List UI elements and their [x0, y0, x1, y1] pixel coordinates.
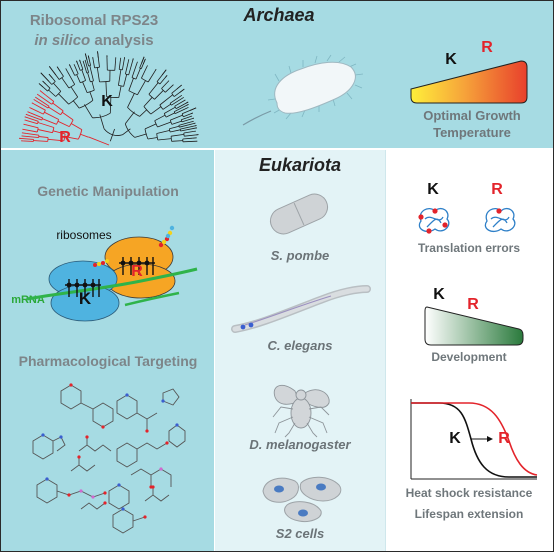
phylogenetic-tree: [19, 51, 199, 146]
temp-label-line1: Optimal Growth: [423, 108, 521, 123]
curve-k-label: K: [449, 430, 461, 447]
analysis-text: analysis: [90, 32, 154, 49]
yeast-icon: [269, 193, 329, 235]
archaea-cell-icon: [242, 54, 364, 126]
molecule-structures: [32, 383, 186, 534]
survival-curve-plot: [410, 399, 538, 480]
errors-k-label: K: [427, 181, 439, 198]
fly-icon: [272, 384, 330, 438]
temp-r-label: R: [481, 39, 493, 56]
pharmacological-targeting-title: Pharmacological Targeting: [18, 353, 198, 369]
ribosomes-label: ribosomes: [56, 228, 112, 242]
genetic-panel: [1, 150, 215, 551]
s2-cells-icon: [262, 476, 342, 522]
divider-left: [214, 150, 215, 551]
temperature-gradient-wedge: [410, 60, 528, 104]
errors-r-label: R: [491, 181, 503, 198]
organism-s-pombe: S. pombe: [270, 248, 330, 263]
divider-top: [1, 148, 553, 150]
curve-r-label: R: [498, 430, 510, 447]
analysis-title-line2: in silico analysis: [9, 32, 179, 49]
genetic-manipulation-title: Genetic Manipulation: [37, 183, 179, 199]
dev-k-label: K: [433, 286, 445, 303]
misfolded-protein-k-icon: [418, 207, 450, 234]
misfolded-protein-r-icon: [484, 207, 516, 233]
tree-k-label: K: [101, 93, 113, 110]
lifespan-label: Lifespan extension: [414, 507, 524, 521]
archaea-title: Archaea: [243, 5, 315, 25]
ribosome-k-label: K: [78, 289, 92, 308]
in-silico-text: in silico: [34, 32, 91, 49]
development-label: Development: [431, 350, 507, 364]
ribosome-r-label: R: [131, 263, 143, 280]
ribosome-illustration: [26, 225, 198, 322]
eukariota-title: Eukariota: [258, 155, 342, 175]
heat-shock-label: Heat shock resistance: [405, 486, 533, 500]
temp-label-line2: Temperature: [433, 125, 511, 140]
organism-c-elegans: C. elegans: [267, 338, 333, 353]
divider-right: [385, 150, 386, 551]
phenotype-panel: [385, 150, 553, 551]
tree-r-label: R: [59, 129, 71, 146]
analysis-title-line1: Ribosomal RPS23: [29, 12, 159, 29]
worm-icon: [231, 285, 371, 333]
development-gradient-wedge: [424, 306, 524, 346]
organism-s2-cells: S2 cells: [275, 526, 325, 541]
translation-errors-label: Translation errors: [417, 241, 521, 255]
temp-k-label: K: [445, 51, 457, 68]
organism-d-melanogaster: D. melanogaster: [249, 437, 351, 452]
archaea-panel: [1, 1, 553, 149]
dev-r-label: R: [467, 296, 479, 313]
